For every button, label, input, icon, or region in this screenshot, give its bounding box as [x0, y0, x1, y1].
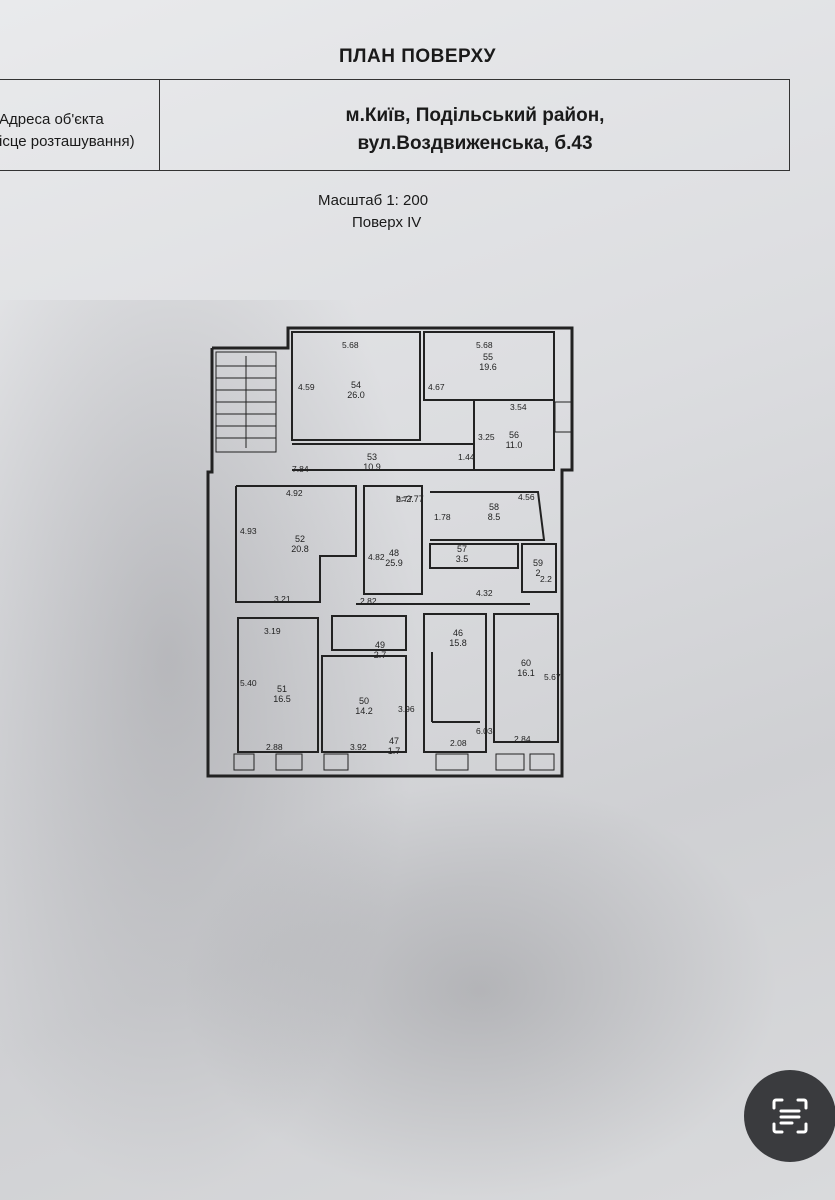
address-label-line2: ісце розташування) — [0, 133, 135, 150]
dimension-label: 4.67 — [428, 382, 445, 392]
dimension-label: 3.19 — [264, 626, 281, 636]
scale-label: Масштаб 1: 200 — [318, 192, 429, 209]
address-table: Адреса об'єкта ісце розташування) м.Київ… — [0, 79, 790, 171]
dimension-label: 3.54 — [510, 402, 527, 412]
room-number: 58 — [489, 502, 499, 512]
room-number: 60 — [521, 658, 531, 668]
room-number: 47 — [389, 736, 399, 746]
dimension-label: 3.92 — [350, 742, 367, 752]
room-area: 11.0 — [506, 440, 523, 450]
room-number: 56 — [509, 430, 519, 440]
dimension-label: 2.08 — [450, 738, 467, 748]
dimension-labels: 5.68 5.68 4.59 4.67 3.54 3.251.44 7.84 4.92 2.77… — [240, 340, 561, 752]
dimension-label: 3.96 — [398, 704, 415, 714]
google-lens-icon — [772, 1098, 808, 1134]
room-area: 3.5 — [456, 554, 469, 564]
dimension-label: 5.67 — [544, 672, 561, 682]
dimension-label: 4.56 — [518, 492, 535, 502]
room-number: 55 — [483, 352, 493, 362]
dimension-label: 4.92 — [286, 488, 303, 498]
interior-walls — [235, 331, 559, 753]
room-area: 16.5 — [273, 694, 291, 704]
room-area: 1.7 — [388, 746, 401, 756]
dimension-label: 2.88 — [266, 742, 283, 752]
dimension-label: 4.82 — [368, 552, 385, 562]
room-area: 10.9 — [363, 462, 381, 472]
room-number: 50 — [359, 696, 369, 706]
room-area: 8.5 — [488, 512, 501, 522]
finger-shadow — [0, 300, 420, 1200]
room-number: 52 — [295, 534, 305, 544]
dimension-label: 2.2 — [540, 574, 552, 584]
address-value-line1: м.Київ, Подільський район, — [345, 105, 605, 126]
room-area: 19.6 — [479, 362, 497, 372]
room-area: 20.8 — [291, 544, 309, 554]
room-area: 15.8 — [449, 638, 467, 648]
windows — [233, 401, 572, 771]
dimension-label: 1.78 — [434, 512, 451, 522]
dimension-label: 2.77 — [396, 494, 413, 504]
document-title: ПЛАН ПОВЕРХУ — [339, 46, 496, 67]
room-number: 46 — [453, 628, 463, 638]
dimension-label: 4.32 — [476, 588, 493, 598]
dimension-label: 4.93 — [240, 526, 257, 536]
ceiling-height-label: h=2.77 — [396, 494, 424, 504]
room-area: 2 — [535, 568, 540, 578]
room-number: 54 — [351, 380, 361, 390]
outer-walls — [206, 326, 574, 778]
room-area: 26.0 — [347, 390, 365, 400]
room-area: 16.1 — [517, 668, 535, 678]
table-divider — [159, 80, 160, 170]
room-area: 25.9 — [385, 558, 403, 568]
staircase-top — [215, 351, 277, 453]
dimension-label: 3.25 — [478, 432, 495, 442]
dimension-label: 6.03 — [476, 726, 493, 736]
dimension-label: 5.68 — [476, 340, 493, 350]
dimension-label: 2.84 — [514, 734, 531, 744]
address-label-line1: Адреса об'єкта — [0, 111, 104, 128]
room-number: 59 — [533, 558, 543, 568]
room-number: 51 — [277, 684, 287, 694]
room-number: 53 — [367, 452, 377, 462]
dimension-label: 2.82 — [360, 596, 377, 606]
dimension-label: 5.68 — [342, 340, 359, 350]
hand-shadow — [180, 780, 780, 1200]
address-value-line2: вул.Воздвиженська, б.43 — [357, 133, 593, 154]
dimension-label: 5.40 — [240, 678, 257, 688]
floor-label: Поверх IV — [352, 214, 422, 231]
dimension-label: 7.84 — [292, 464, 309, 474]
room-number: 57 — [457, 544, 467, 554]
room-number: 48 — [389, 548, 399, 558]
google-lens-button[interactable] — [744, 1070, 835, 1162]
room-area: 14.2 — [355, 706, 373, 716]
dimension-label: 4.59 — [298, 382, 315, 392]
dimension-label: 3.21 — [274, 594, 291, 604]
room-number: 49 — [375, 640, 385, 650]
room-area: 2.7 — [374, 650, 387, 660]
dimension-label: 1.44 — [458, 452, 475, 462]
